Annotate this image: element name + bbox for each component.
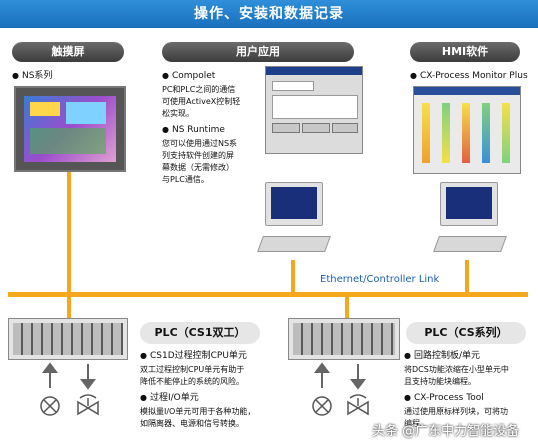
plc1-bullet-2: 过程I/O单元	[140, 392, 199, 404]
touch-header: 触摸屏	[12, 42, 124, 62]
network-bus	[8, 292, 528, 297]
plc-rack-1	[8, 318, 128, 360]
network-label: Ethernet/Controller Link	[320, 274, 440, 285]
app-window-image	[265, 66, 363, 154]
compolet-line-3: 松实现。	[162, 109, 194, 118]
drop-plc2	[345, 296, 349, 318]
drop-pc2	[465, 260, 469, 294]
plc2-line-1: 将DCS功能浓缩在小型单元中	[404, 365, 509, 374]
valve-circle-icon	[312, 396, 332, 416]
plc1-line-3: 模拟量I/O单元可用于各种功能，	[140, 407, 256, 416]
pc-monitor-1	[265, 182, 323, 226]
control-valve-icon	[347, 394, 369, 416]
drop-pc1	[291, 260, 295, 294]
compolet-line-1: PC和PLC之间的通信	[162, 85, 236, 94]
plc1-io-symbols	[40, 362, 99, 416]
ns-runtime-bullet: NS Runtime	[162, 124, 225, 136]
plc2-bullet-1: 回路控制板/单元	[404, 350, 480, 362]
plc1-bullet-1: CS1D过程控制CPU单元	[140, 350, 247, 362]
compolet-line-2: 可使用ActiveX控制轻	[162, 97, 241, 106]
ns-runtime-line-4: 与PLC通信。	[162, 175, 209, 184]
arrow-up-icon	[42, 362, 58, 388]
pc-keyboard-1	[257, 236, 331, 252]
plc1-line-2: 降低不能停止的系统的风险。	[140, 377, 244, 386]
hmi-window-image	[413, 86, 521, 174]
plc2-bullet-2: CX-Process Tool	[404, 392, 484, 404]
hmi-header: HMI软件	[410, 42, 520, 62]
pc-keyboard-2	[433, 236, 507, 252]
valve-circle-icon	[40, 396, 60, 416]
plc2-io-symbols	[312, 362, 369, 416]
user-app-header: 用户应用	[162, 42, 354, 62]
title-banner: 操作、安装和数据记录	[0, 0, 538, 28]
ns-runtime-line-2: 列支持软件创建的屏	[162, 151, 234, 160]
touch-panel-image	[14, 86, 126, 172]
plc2-line-4: 编程。	[404, 419, 428, 428]
plc2-header: PLC（CS系列）	[406, 322, 526, 344]
touch-bullet: NS系列	[12, 70, 52, 82]
pc-monitor-2	[440, 182, 498, 226]
control-valve-icon	[77, 394, 99, 416]
compolet-bullet: Compolet	[162, 70, 215, 82]
arrow-down-icon	[350, 364, 366, 390]
arrow-down-icon	[80, 364, 96, 390]
hmi-bullet: CX-Process Monitor Plus	[410, 70, 528, 82]
drop-plc1	[67, 296, 71, 318]
plc-rack-2	[288, 318, 400, 360]
plc1-line-4: 如隔离器、电源和信号转换。	[140, 419, 244, 428]
ns-runtime-line-1: 您可以使用通过NS系	[162, 139, 238, 148]
arrow-up-icon	[314, 362, 330, 388]
drop-touch	[67, 170, 71, 294]
ns-runtime-line-3: 幕数据（无需修改）	[162, 163, 234, 172]
plc2-line-2: 且支持功能块编程。	[404, 377, 476, 386]
plc1-header: PLC（CS1双工）	[140, 322, 260, 344]
plc2-line-3: 通过使用原标样列块，可将功	[404, 407, 508, 416]
watermark: 头条 @广东中力智能设备	[372, 424, 520, 439]
plc1-line-1: 双工过程控制CPU单元有助于	[140, 365, 245, 374]
